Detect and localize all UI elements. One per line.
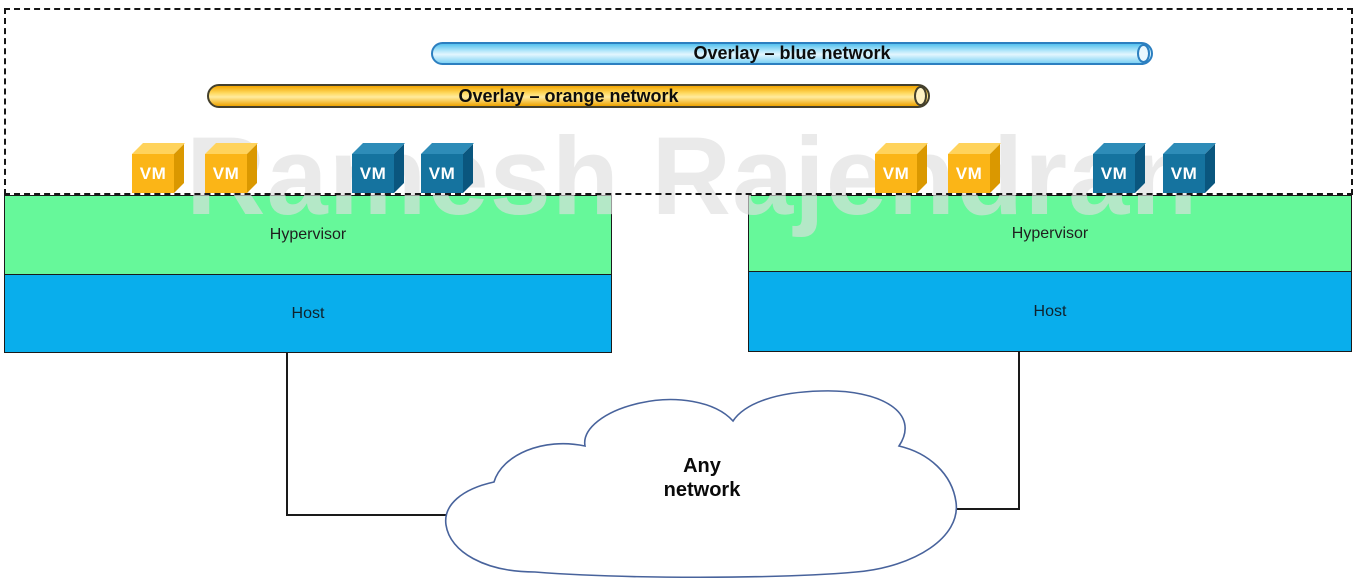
connector-right-horizontal [952,508,1020,510]
vm-box-side-face [917,144,927,193]
host-box-left: Host [4,275,612,353]
vm-box-side-face [174,144,184,193]
hypervisor-label-left: Hypervisor [269,226,347,243]
vm-box-side-face [990,144,1000,193]
overlay-orange-network-pill: Overlay – orange network [207,84,930,108]
vm-box-front-face: VM [1163,154,1205,193]
vm-box-front-face: VM [205,154,247,193]
vm-box-front-face: VM [948,154,990,193]
cloud-label: Any network [438,454,966,502]
vm-box-blue: VM [352,143,405,193]
hypervisor-box-right: Hypervisor [748,195,1352,272]
vm-label: VM [882,163,910,183]
vm-label: VM [428,163,456,183]
cloud-label-line1: Any [683,455,721,477]
vm-box-side-face [463,144,473,193]
cloud-shape-icon [445,390,958,579]
host-stack-right: Hypervisor Host [748,195,1352,352]
vm-label: VM [1170,163,1198,183]
vm-box-orange: VM [205,143,258,193]
connector-left-vertical [286,353,288,516]
host-box-right: Host [748,272,1352,352]
vm-box-front-face: VM [875,154,917,193]
vm-label: VM [359,163,387,183]
vm-box-orange: VM [948,143,1001,193]
vm-box-blue: VM [1163,143,1216,193]
overlay-blue-network-pill: Overlay – blue network [431,42,1153,65]
vm-box-orange: VM [875,143,928,193]
vm-box-front-face: VM [352,154,394,193]
hypervisor-label-right: Hypervisor [1011,224,1089,242]
vm-box-front-face: VM [421,154,463,193]
vm-box-side-face [247,144,257,193]
vm-box-side-face [394,144,404,193]
vm-label: VM [139,163,167,183]
overlay-orange-network-label: Overlay – orange network [458,85,679,106]
connector-left-horizontal [286,514,452,516]
host-label-right: Host [1033,302,1067,320]
host-label-left: Host [291,304,325,322]
watermark-text: Ramesh Rajendran [186,115,1199,238]
overlay-blue-network-label: Overlay – blue network [693,43,891,63]
vm-label: VM [1100,163,1128,183]
connector-right-vertical [1018,352,1020,510]
host-stack-left: Hypervisor Host [4,195,612,353]
vm-box-blue: VM [1093,143,1146,193]
any-network-cloud: Any network [438,386,966,580]
vm-box-blue: VM [421,143,474,193]
vm-box-front-face: VM [132,154,174,193]
cloud-label-line2: network [663,479,741,501]
vm-box-side-face [1205,144,1215,193]
vm-label: VM [212,163,240,183]
vm-box-orange: VM [132,143,185,193]
hypervisor-box-left: Hypervisor [4,195,612,275]
vm-box-side-face [1135,144,1145,193]
vm-label: VM [955,163,983,183]
vm-box-front-face: VM [1093,154,1135,193]
